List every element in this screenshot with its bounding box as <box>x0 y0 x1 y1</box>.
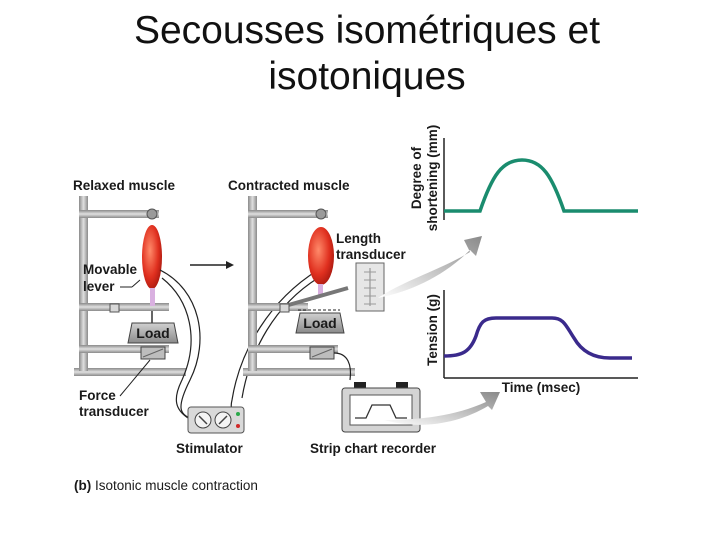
slide-title: Secousses isométriques et isotoniques <box>0 8 720 100</box>
wire-3 <box>230 269 319 417</box>
lever-pivot-left <box>109 303 120 313</box>
movable-lever-label-1: Movable <box>83 262 138 277</box>
tension-graph: Tension (g) Time (msec) <box>425 290 638 395</box>
lower-arm-right <box>248 345 338 353</box>
stand-pole-right <box>248 196 257 371</box>
movable-lever-label-2: lever <box>83 279 115 294</box>
force-transducer-label-1: Force <box>79 388 116 403</box>
title-line-1: Secousses isométriques et <box>133 9 601 52</box>
top-arm-left <box>79 210 159 218</box>
lever-pivot-right <box>279 303 290 313</box>
relaxed-muscle-label: Relaxed muscle <box>73 178 176 193</box>
stimulator-device <box>187 406 245 434</box>
muscle-contracted <box>308 227 334 285</box>
force-transducer-label-2: transducer <box>79 404 150 419</box>
base-bar-left <box>74 368 186 376</box>
load-left-label: Load <box>136 325 169 341</box>
shortening-curve <box>444 158 638 213</box>
lower-curved-arrow <box>384 392 500 425</box>
strip-chart-recorder-device <box>341 382 421 433</box>
top-clamp-left <box>146 208 158 220</box>
wire-4 <box>241 277 319 399</box>
load-right <box>295 312 345 334</box>
recorder-wire <box>333 352 352 381</box>
caption-prefix: (b) <box>74 478 91 493</box>
tendon-left <box>150 288 155 306</box>
tension-ylabel: Tension (g) <box>425 294 440 366</box>
stimulator-label: Stimulator <box>176 441 244 456</box>
tension-curve <box>443 316 632 360</box>
length-transducer-label-2: transducer <box>336 247 407 262</box>
movable-lever-raised <box>284 286 349 308</box>
upper-curved-arrow <box>378 236 482 298</box>
contracted-apparatus: Load <box>243 196 385 376</box>
stand-pole-left <box>79 196 88 371</box>
strip-chart-recorder-label: Strip chart recorder <box>310 441 437 456</box>
muscle-relaxed <box>142 225 162 289</box>
caption-text: Isotonic muscle contraction <box>95 478 258 493</box>
transition-arrow-head <box>226 261 234 269</box>
recorder-trace <box>355 404 407 419</box>
shortening-graph: Degree of shortening (mm) <box>409 125 638 232</box>
contracted-muscle-label: Contracted muscle <box>228 178 350 193</box>
lower-arm-left <box>79 345 169 353</box>
top-clamp-right <box>315 208 327 220</box>
lever-arm-right <box>248 303 308 311</box>
tendon-right <box>318 284 323 296</box>
shortening-ylabel-2: shortening (mm) <box>425 125 440 232</box>
relaxed-apparatus: Load <box>74 196 186 376</box>
load-right-label: Load <box>303 315 336 331</box>
length-transducer-label-1: Length <box>336 231 381 246</box>
figure-caption: (b) Isotonic muscle contraction <box>74 478 258 493</box>
shortening-ylabel-1: Degree of <box>409 146 424 209</box>
wire-1 <box>159 269 201 421</box>
lever-arm-left <box>79 303 169 311</box>
base-bar-right <box>243 368 355 376</box>
load-left <box>127 322 179 344</box>
time-xlabel: Time (msec) <box>502 380 581 395</box>
wire-2 <box>161 277 192 419</box>
title-line-2: isotoniques <box>268 55 466 98</box>
top-arm-right <box>248 210 328 218</box>
